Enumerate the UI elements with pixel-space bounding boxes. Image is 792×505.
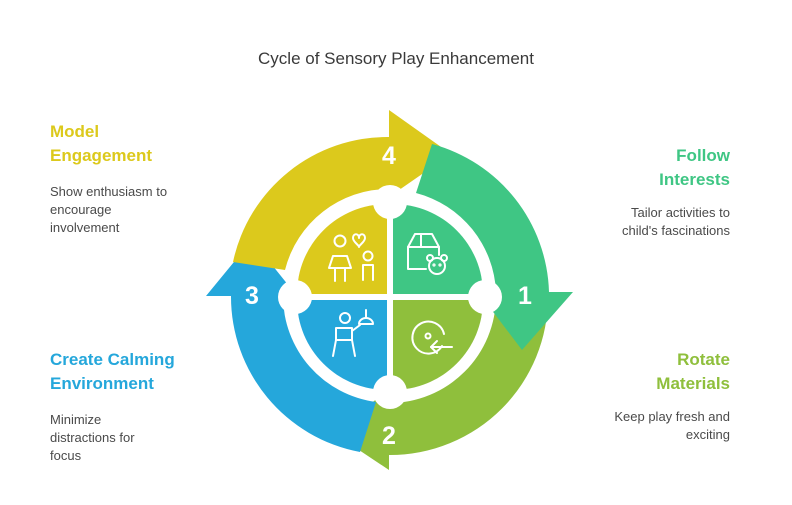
step-2-description: Keep play fresh and exciting [614,408,730,444]
step-2-title-line2: Materials [656,374,730,393]
step-4-number: 4 [382,142,396,170]
toy-box-icon [407,233,448,275]
step-1-number: 1 [518,282,532,310]
step-2-desc-line1: Keep play fresh and [614,409,730,424]
step-4-title-line1: Model [50,122,100,141]
step-3-description: Minimize distractions for focus [50,411,135,465]
step-3-desc-line2: distractions for [50,430,135,445]
step-3-title: Create Calming Environment [50,348,175,396]
step-4-description: Show enthusiasm to encourage involvement [50,183,167,237]
diagram-title: Cycle of Sensory Play Enhancement [258,49,534,68]
step-3-title-line1: Create Calming [50,350,175,369]
step-4-desc-line3: involvement [50,220,120,235]
step-2-title: Rotate Materials [656,348,730,396]
step-4-desc-line1: Show enthusiasm to [50,184,168,199]
step-3-title-line2: Environment [50,374,154,393]
step-2-desc-line2: exciting [685,427,730,442]
rotate-arrow-icon [411,320,453,355]
step-1-desc-line2: child's fascinations [622,223,730,238]
step-3-arc [206,240,376,452]
step-1-title-line2: Interests [659,170,730,189]
step-2-arc [332,296,549,470]
step-3-number: 3 [245,282,259,310]
step-1-title-line1: Follow [676,146,730,165]
step-4-arc [233,110,451,270]
parent-child-icon [328,233,374,282]
step-4-title-line2: Engagement [50,146,153,165]
step-1-title: Follow Interests [659,144,730,192]
step-3-quadrant [297,300,387,390]
step-1-description: Tailor activities to child's fascination… [622,204,730,240]
step-2-quadrant [393,300,483,390]
step-1-arc [416,144,573,350]
child-chair-lamp-icon [332,309,374,357]
step-4-quadrant [297,204,387,294]
step-3-desc-line1: Minimize [50,412,102,427]
step-4-desc-line2: encourage [50,202,112,217]
step-4-title: Model Engagement [50,120,152,168]
step-2-number: 2 [382,422,396,450]
step-2-title-line1: Rotate [677,350,730,369]
step-3-desc-line3: focus [50,448,82,463]
step-1-desc-line1: Tailor activities to [631,205,730,220]
